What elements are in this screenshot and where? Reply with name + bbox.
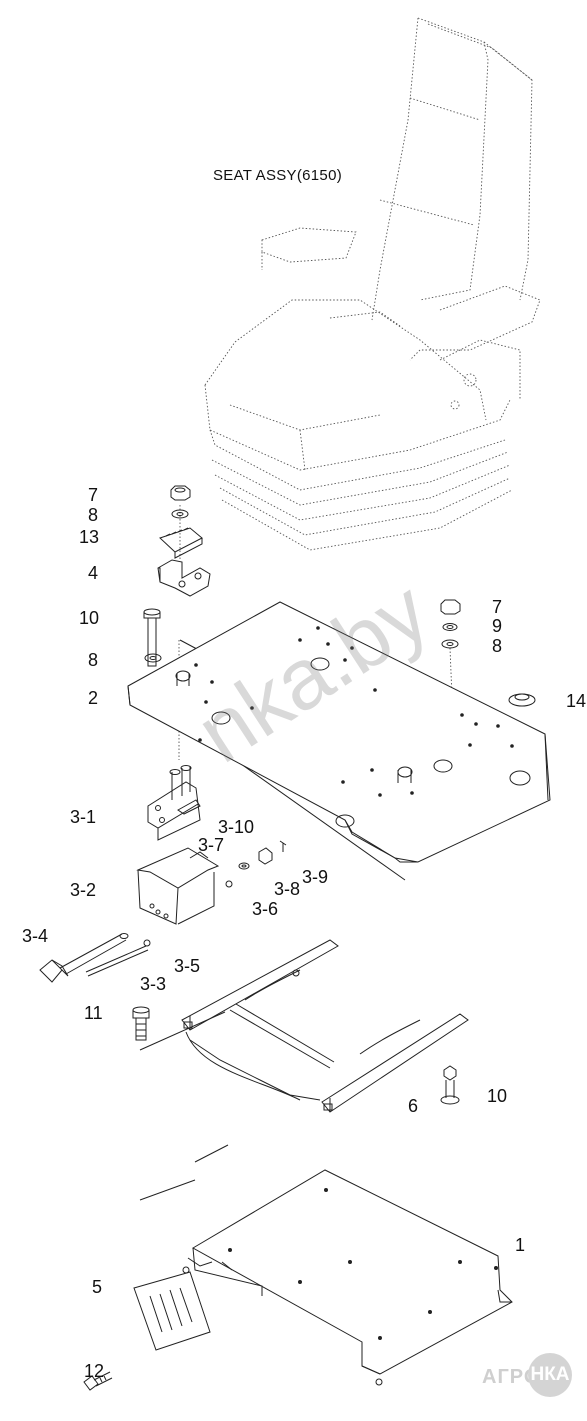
callout-3-10: 3-10 bbox=[218, 817, 255, 837]
callout-8-top: 8 bbox=[88, 505, 99, 525]
handle-rod-3-4 bbox=[39, 933, 129, 983]
callout-3-9: 3-9 bbox=[302, 867, 329, 887]
callout-10-left: 10 bbox=[79, 608, 100, 628]
base-frame-1 bbox=[187, 1169, 513, 1386]
callout-10-right: 10 bbox=[487, 1086, 508, 1106]
callout-3-1: 3-1 bbox=[70, 807, 97, 827]
bolt-11 bbox=[132, 1006, 150, 1041]
callout-3-8: 3-8 bbox=[274, 879, 301, 899]
callout-8-left: 8 bbox=[88, 650, 99, 670]
callout-14: 14 bbox=[566, 691, 587, 711]
callout-9: 9 bbox=[492, 616, 503, 636]
callout-11: 11 bbox=[84, 1003, 103, 1023]
lever-assembly-3-1 bbox=[147, 765, 201, 841]
slide-rails-6 bbox=[181, 939, 469, 1113]
housing-3-2 bbox=[136, 847, 220, 925]
rod-3-3 bbox=[85, 945, 149, 977]
callout-3-6: 3-6 bbox=[252, 899, 279, 919]
callout-7-top: 7 bbox=[88, 485, 99, 505]
callout-3-3: 3-3 bbox=[140, 974, 167, 994]
diagram-title: SEAT ASSY(6150) bbox=[213, 167, 343, 184]
callout-2: 2 bbox=[88, 688, 99, 708]
callout-3-5: 3-5 bbox=[174, 956, 201, 976]
logo-circle-text: НКА bbox=[530, 1364, 570, 1385]
agronka-logo: АГРО НКА bbox=[482, 1353, 582, 1403]
grommet-14 bbox=[508, 693, 536, 707]
bolt-10-right bbox=[440, 1065, 460, 1105]
callout-12: 12 bbox=[84, 1361, 105, 1381]
callout-8-right: 8 bbox=[492, 636, 503, 656]
clamp-bracket bbox=[157, 559, 211, 597]
small-fasteners-3-6-to-3-10 bbox=[143, 840, 287, 947]
callout-6: 6 bbox=[408, 1096, 419, 1116]
callout-1: 1 bbox=[515, 1235, 526, 1255]
callout-13: 13 bbox=[79, 527, 100, 547]
seat-assembly-outline bbox=[204, 17, 541, 551]
callout-3-7: 3-7 bbox=[198, 835, 225, 855]
callout-5: 5 bbox=[92, 1277, 103, 1297]
bolt-10-left bbox=[143, 608, 161, 667]
logo-circle: НКА bbox=[528, 1353, 572, 1397]
nut-washer-stack-right bbox=[440, 599, 461, 649]
callout-3-4: 3-4 bbox=[22, 926, 49, 946]
callout-7-right: 7 bbox=[492, 597, 503, 617]
nut-washer-stack-left bbox=[159, 485, 203, 559]
mounting-plate bbox=[127, 601, 551, 863]
washer-8-left bbox=[144, 653, 162, 663]
callout-3-2: 3-2 bbox=[70, 880, 97, 900]
bolt-12 bbox=[83, 1371, 113, 1391]
logo-left-text: АГРО bbox=[482, 1366, 541, 1388]
callout-4: 4 bbox=[88, 563, 99, 583]
cover-plate-5 bbox=[133, 1266, 211, 1351]
